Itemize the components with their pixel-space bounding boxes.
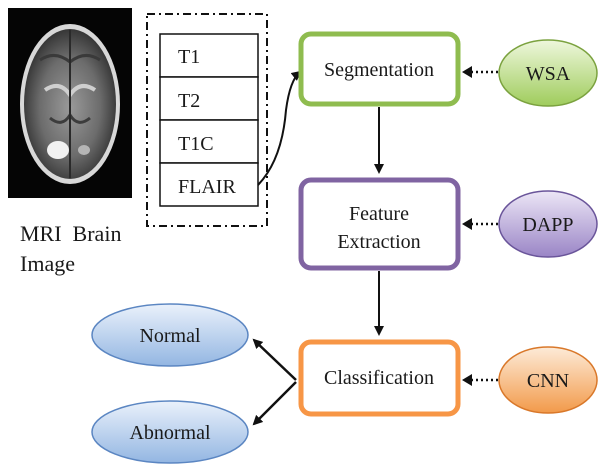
modality-label-t2: T2 xyxy=(178,90,200,112)
classification-box xyxy=(298,339,461,417)
modality-list: T1 T2 T1C FLAIR xyxy=(159,33,259,207)
feature-extraction-box xyxy=(298,177,461,271)
abnormal-label: Abnormal xyxy=(129,422,211,444)
flair-to-segmentation-arrow xyxy=(257,70,302,186)
cnn-to-classification-arrow xyxy=(462,374,498,386)
mri-caption-line1: MRI Brain xyxy=(20,221,121,246)
mri-brain-image xyxy=(8,8,132,198)
dapp-ellipse xyxy=(498,190,598,258)
dapp-to-feature-arrow xyxy=(462,218,498,230)
feature-extraction-label-line2: Extraction xyxy=(337,231,420,253)
normal-ellipse xyxy=(91,303,249,367)
classification-label: Classification xyxy=(324,367,434,389)
wsa-label: WSA xyxy=(526,63,571,85)
feature-extraction-label-line1: Feature xyxy=(349,203,409,225)
modality-cell xyxy=(159,33,259,78)
normal-label: Normal xyxy=(139,325,201,347)
modality-cell xyxy=(159,76,259,121)
modality-cell xyxy=(159,162,259,207)
segmentation-box xyxy=(298,31,461,107)
modality-label-flair: FLAIR xyxy=(178,176,236,198)
cnn-label: CNN xyxy=(527,370,569,392)
wsa-ellipse xyxy=(498,39,598,107)
wsa-to-segmentation-arrow xyxy=(462,66,498,78)
mri-caption-line2: Image xyxy=(20,251,75,276)
classification-to-abnormal-arrow xyxy=(252,381,297,426)
classification-to-normal-arrow xyxy=(252,338,297,381)
modality-label-t1: T1 xyxy=(178,46,200,68)
modality-label-t1c: T1C xyxy=(178,133,214,155)
segmentation-label: Segmentation xyxy=(324,59,434,81)
dapp-label: DAPP xyxy=(522,214,573,236)
abnormal-ellipse xyxy=(91,400,249,464)
modalities-group-border xyxy=(146,13,268,227)
cnn-ellipse xyxy=(498,346,598,414)
